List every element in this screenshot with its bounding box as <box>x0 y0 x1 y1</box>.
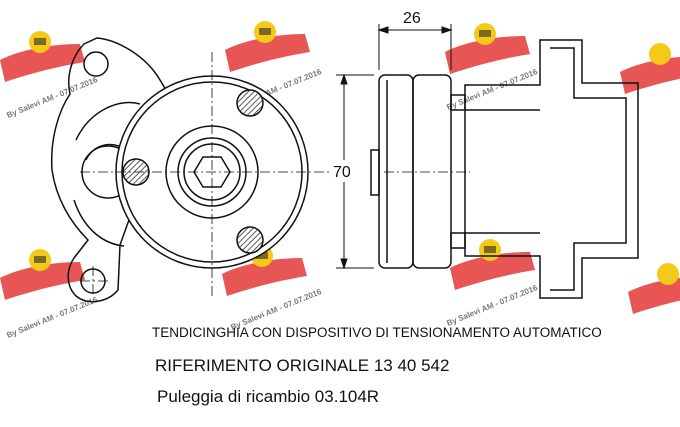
dimension-height-label-bg <box>331 160 357 182</box>
side-housing <box>464 39 639 299</box>
watermark-text: By Salevi AM - 07.07.2016 <box>5 295 99 340</box>
arm-inner-contour <box>75 101 141 141</box>
watermark-stamp <box>628 263 680 314</box>
side-spacer <box>450 232 466 249</box>
watermark-stamp <box>445 23 530 74</box>
tensioner-arm <box>50 37 173 303</box>
watermark-text: By Salevi AM - 07.07.2016 <box>445 283 539 328</box>
spare-pulley-reference: Puleggia di ricambio 03.104R <box>157 387 380 406</box>
side-bolt-nub <box>370 149 380 196</box>
watermark-stamp <box>450 239 535 290</box>
watermark-stamp <box>0 31 85 82</box>
mounting-hole-top <box>83 51 109 77</box>
dimensions <box>336 24 453 270</box>
dimension-width-label: 26 <box>403 10 421 27</box>
center-lines <box>80 52 470 296</box>
watermark-text: By Salevi AM - 07.07.2016 <box>445 67 539 112</box>
arm-inner-contour <box>73 199 125 247</box>
side-housing-inner <box>550 47 627 291</box>
dimension-height-label: 70 <box>333 164 351 181</box>
damper-stud-top <box>236 89 264 117</box>
watermark-stamp <box>0 249 85 300</box>
product-description: TENDICINGHIA CON DISPOSITIVO DI TENSIONA… <box>152 325 602 340</box>
original-reference: RIFERIMENTO ORIGINALE 13 40 542 <box>155 356 450 375</box>
side-pulley-rim-right <box>412 74 452 269</box>
side-view <box>370 39 639 299</box>
side-pulley-rim-left <box>378 74 414 269</box>
watermark-text: By Salevi AM - 07.07.2016 <box>5 75 99 120</box>
watermark-stamp <box>620 43 680 94</box>
watermark-stamp <box>225 21 310 72</box>
damper-stud-bottom <box>236 226 264 254</box>
